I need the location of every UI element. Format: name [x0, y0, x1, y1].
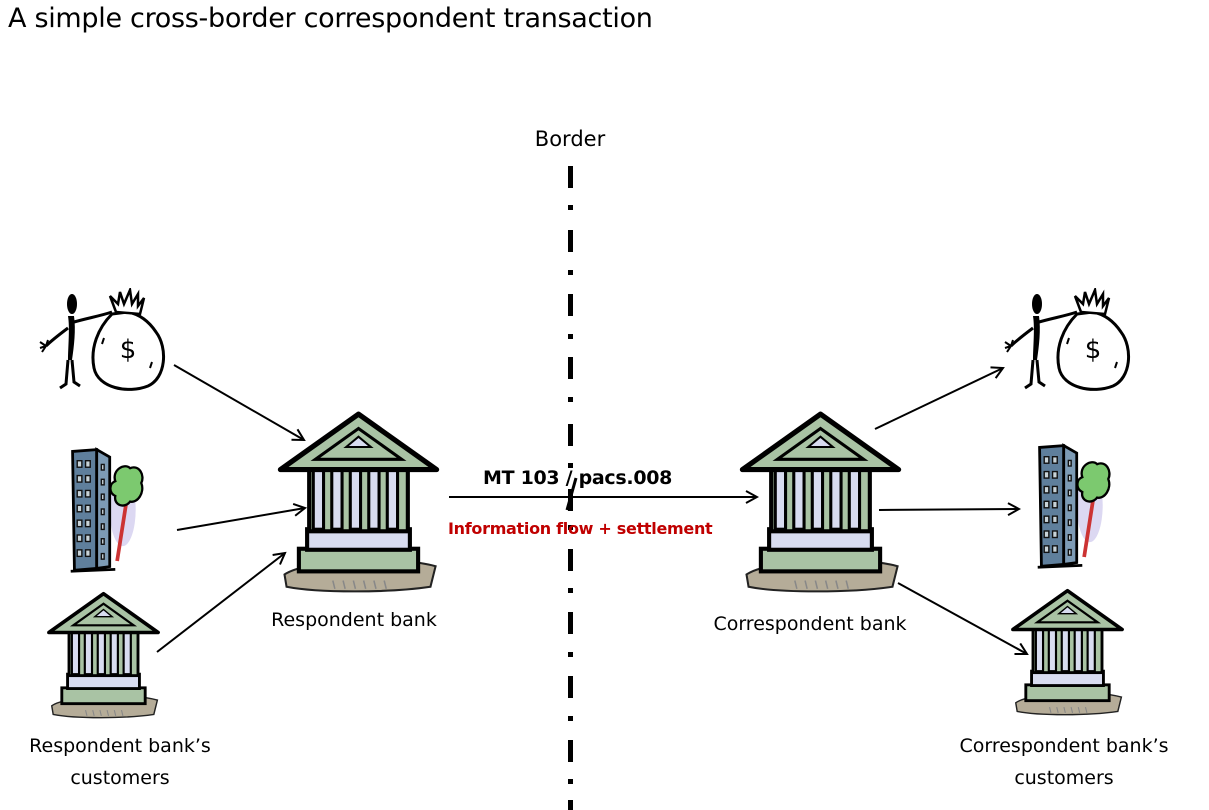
correspondent-bank-icon [738, 410, 903, 595]
person-money-bag-icon [38, 288, 178, 398]
arrow-correspondent-to-person [874, 368, 1003, 430]
office-building-icon [66, 444, 146, 574]
bank-icon [1010, 585, 1125, 720]
arrow-correspondent-to-building [878, 509, 1019, 510]
person-money-bag-icon [1003, 288, 1143, 398]
diagram-title: A simple cross-border correspondent tran… [8, 3, 653, 34]
correspondent-customers-label-line1: Correspondent bank’s [959, 735, 1169, 757]
arrow-bank-to-respondent-bank [156, 553, 285, 653]
office-building-icon [1033, 440, 1113, 570]
arrow-correspondent-to-bank [897, 582, 1027, 654]
message-type-label: MT 103 / pacs.008 [483, 467, 673, 489]
arrow-person-to-respondent-bank [173, 364, 304, 440]
slash-mark [565, 477, 578, 511]
arrow-building-to-respondent-bank [176, 508, 305, 531]
border-label: Border [534, 127, 606, 151]
information-flow-label: Information flow + settlement [448, 519, 713, 538]
correspondent-customers-label-line2: customers [1014, 767, 1114, 789]
respondent-bank-icon [276, 410, 441, 595]
respondent-customers-label-line2: customers [70, 767, 170, 789]
respondent-customers-label-line1: Respondent bank’s [29, 735, 211, 757]
respondent-bank-label: Respondent bank [271, 609, 437, 631]
bank-icon [46, 588, 161, 723]
correspondent-bank-label: Correspondent bank [713, 613, 907, 635]
border-line [568, 166, 573, 810]
